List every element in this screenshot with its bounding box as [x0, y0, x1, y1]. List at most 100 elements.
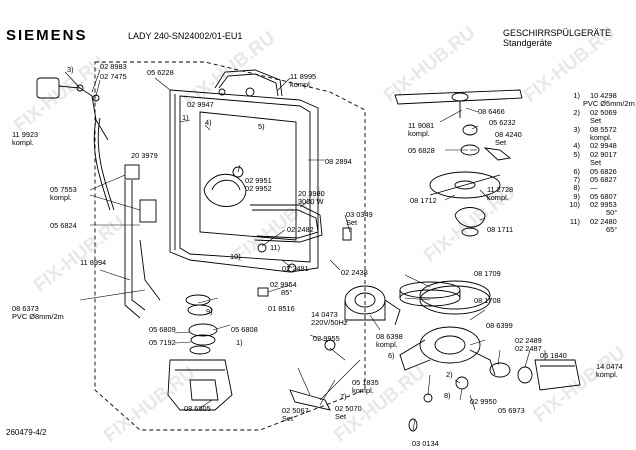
part-label: 02 2487: [515, 344, 542, 353]
legend-row: 8)—: [573, 183, 598, 193]
part-label: 08 6805: [184, 404, 211, 413]
part-label: Set: [346, 218, 358, 227]
part-label: 20 3979: [131, 151, 158, 160]
part-label: 08 6373: [12, 304, 39, 313]
legend-row: Set: [590, 116, 602, 126]
callout-8: 8): [444, 391, 451, 400]
part-label: 03 0349: [346, 210, 373, 219]
top-hose: [214, 69, 283, 97]
tub-outline: [169, 89, 319, 273]
callout-1: 1): [236, 338, 243, 347]
small-parts: [232, 166, 469, 432]
part-label: Set: [282, 414, 294, 423]
part-label: 11 2728: [487, 185, 514, 194]
legend-row: 10)02 9953: [569, 200, 617, 210]
part-label: 05 6973: [498, 406, 525, 415]
part-label: 14 0473: [311, 310, 338, 319]
left-connectors: [36, 77, 161, 319]
part-label: kompl.: [596, 370, 618, 379]
part-label: 02 5067: [282, 406, 309, 415]
part-label: 03 0134: [412, 439, 439, 448]
part-label: 02 9954: [270, 280, 297, 289]
part-label: 02 5070: [335, 404, 362, 413]
part-label: 05 6232: [489, 118, 516, 127]
legend-row: 1)10 4298: [573, 91, 617, 100]
part-label: kompl.: [12, 138, 34, 147]
wash-motor: [344, 285, 401, 326]
part-label: 02 9952: [245, 184, 272, 193]
part-label: 08 1708: [474, 296, 501, 305]
callout-1: 1): [182, 113, 189, 122]
part-label: 05 6824: [50, 221, 77, 230]
sump-assembly: [167, 294, 233, 411]
part-label: kompl.: [50, 193, 72, 202]
part-label: 02 2482: [287, 225, 314, 234]
legend-row: Set: [590, 158, 602, 168]
part-label: 11 9923: [12, 130, 39, 139]
document-subtitle: Standgeräte: [503, 38, 553, 48]
part-label: 220V/50Hz: [311, 318, 348, 327]
callout-4: 4): [205, 118, 212, 127]
cabinet-outline: [94, 61, 366, 431]
part-label: PVC Ø8mm/2m: [12, 312, 64, 321]
part-label: 02 9955: [313, 334, 340, 343]
brand-logo: SIEMENS: [6, 27, 88, 44]
legend-row: 4)02 9948: [573, 141, 617, 151]
legend-row: 50°: [606, 208, 618, 218]
part-label: 3000 W: [298, 197, 324, 206]
part-label: 85°: [281, 288, 293, 297]
part-label: 02 9947: [187, 100, 214, 109]
callout-3: 3): [67, 65, 74, 74]
part-label: kompl.: [376, 340, 398, 349]
part-label: 02 2481: [282, 264, 309, 273]
model-number: LADY 240-SN24002/01-EU1: [128, 31, 243, 41]
callout-6: 6): [388, 351, 395, 360]
part-label: 11 8994: [80, 258, 107, 267]
document-title: GESCHIRRSPÜLGERÄTE: [503, 28, 612, 38]
part-label: 05 6809: [149, 325, 176, 334]
legend-row: 11)02 2480: [569, 216, 617, 226]
legend-row: 3)08 5572: [573, 124, 617, 134]
part-label: 08 1712: [410, 196, 437, 205]
part-label: 05 7553: [50, 185, 77, 194]
part-label: 05 1835: [352, 378, 379, 387]
legend-row: 5)02 9017: [573, 149, 617, 159]
leader-lines: [64, 69, 546, 431]
filter-ring: [399, 281, 461, 307]
part-label: 08 6398: [376, 332, 403, 341]
legend-row: 6)05 6826: [573, 166, 617, 176]
part-label: kompl.: [352, 386, 374, 395]
heating-element: [250, 204, 323, 243]
part-label: 02 2489: [515, 336, 542, 345]
part-label: 01 8516: [268, 304, 295, 313]
part-label: 05 6828: [408, 146, 435, 155]
part-label: 05 1840: [540, 351, 567, 360]
part-label: 08 2894: [325, 157, 352, 166]
part-label: 11 8995: [290, 72, 317, 81]
part-label: 02 8983: [100, 62, 127, 71]
part-label: 05 6808: [231, 325, 258, 334]
part-label: 11 9081: [408, 121, 435, 130]
part-label: 05 7192: [149, 338, 176, 347]
parts-legend: 1)10 4298 PVC Ø5mm/2m 2)02 5069 Set 3)08…: [536, 91, 635, 235]
legend-row: 2)02 5069: [573, 107, 617, 117]
part-label: kompl.: [290, 80, 312, 89]
part-label: 20 3980: [298, 189, 325, 198]
legend-row: 9)05 6807: [573, 191, 617, 201]
callout-2: 2): [446, 370, 453, 379]
part-label: kompl.: [408, 129, 430, 138]
part-label: 08 6399: [486, 321, 513, 330]
callout-9: 9): [206, 307, 213, 316]
callout-5: 5): [258, 122, 265, 131]
legend-row: PVC Ø5mm/2m: [583, 99, 635, 109]
callout-10: 10): [230, 252, 241, 261]
part-label: 02 2438: [341, 268, 368, 277]
part-label: 02 7475: [100, 72, 127, 81]
part-label: Set: [335, 412, 347, 421]
legend-row: kompl.: [590, 132, 612, 142]
spray-arm-lower: [429, 171, 501, 237]
part-label: 08 4240: [495, 130, 522, 139]
legend-row: 7)05 6827: [573, 174, 617, 184]
part-label: 08 1709: [474, 269, 501, 278]
